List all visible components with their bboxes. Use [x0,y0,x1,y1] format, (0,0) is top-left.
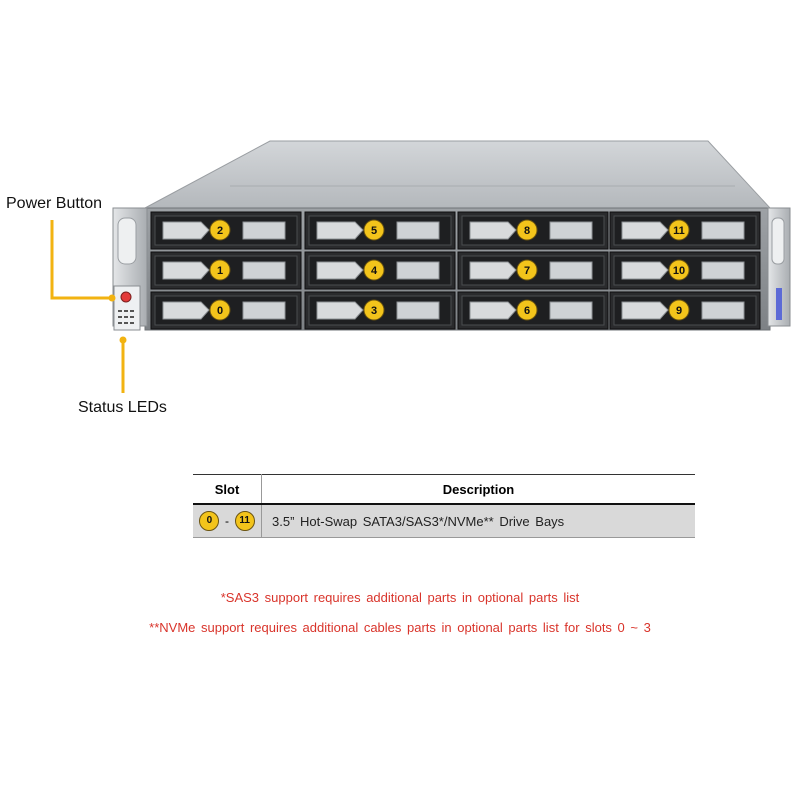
slot-range-separator: - [225,514,229,528]
slot-badge-start: 0 [199,511,220,531]
slot-number-badge [668,259,690,281]
table-row: 0 - 11 3.5” Hot-Swap SATA3/SAS3*/NVMe** … [193,504,695,538]
slot-number-badge [209,299,231,321]
slot-number-badge [209,259,231,281]
slot-number-badge [668,219,690,241]
slot-number-label: 2 [217,225,223,237]
nvme-note: **NVMe support requires additional cable… [149,620,651,635]
drive-bay: 2 [150,211,302,250]
power-button-label: Power Button [6,195,103,212]
slot-number-label: 5 [371,225,377,237]
drive-bay: 3 [304,291,456,330]
drive-bay: 10 [609,251,761,290]
slot-number-badge [209,219,231,241]
slot-number-badge [516,219,538,241]
slot-number-label: 10 [673,265,685,277]
slot-number-label: 9 [676,305,682,317]
slot-number-label: 1 [217,265,223,277]
slot-description-table: Slot Description 0 - 11 3.5” Hot-Swap SA… [193,474,695,538]
description-cell: 3.5” Hot-Swap SATA3/SAS3*/NVMe** Drive B… [261,504,695,538]
slot-number-label: 7 [524,265,530,277]
right-rack-ear [767,207,791,327]
drive-bay: 11 [609,211,761,250]
drive-bay: 7 [457,251,609,290]
slot-number-label: 3 [371,305,377,317]
drive-bay: 1 [150,251,302,290]
status-led-icons [118,310,134,324]
drive-bay: 0 [150,291,302,330]
slot-number-label: 6 [524,305,530,317]
sas3-note: *SAS3 support requires additional parts … [220,590,580,605]
power-button-icon [120,291,132,303]
slot-number-badge [363,259,385,281]
slot-number-label: 0 [217,305,223,317]
slot-badge-end: 11 [234,511,255,531]
table-header-row: Slot Description [193,474,695,505]
drive-bay: 5 [304,211,456,250]
drive-bay: 8 [457,211,609,250]
slot-number-label: 11 [673,225,685,237]
control-panel [113,285,141,331]
slot-number-badge [363,219,385,241]
power-button-callout-line [50,220,110,300]
slot-number-badge [363,299,385,321]
status-leds-label: Status LEDs [78,399,167,416]
header-slot: Slot [193,474,262,505]
slot-number-label: 8 [524,225,530,237]
drive-bay: 9 [609,291,761,330]
chassis-top [144,140,772,209]
drive-bay: 4 [304,251,456,290]
slot-number-badge [516,259,538,281]
slot-number-label: 4 [371,265,378,277]
slot-number-badge [516,299,538,321]
slot-range-cell: 0 - 11 [193,504,262,538]
drive-bay: 6 [457,291,609,330]
header-description: Description [261,474,695,505]
slot-number-badge [668,299,690,321]
